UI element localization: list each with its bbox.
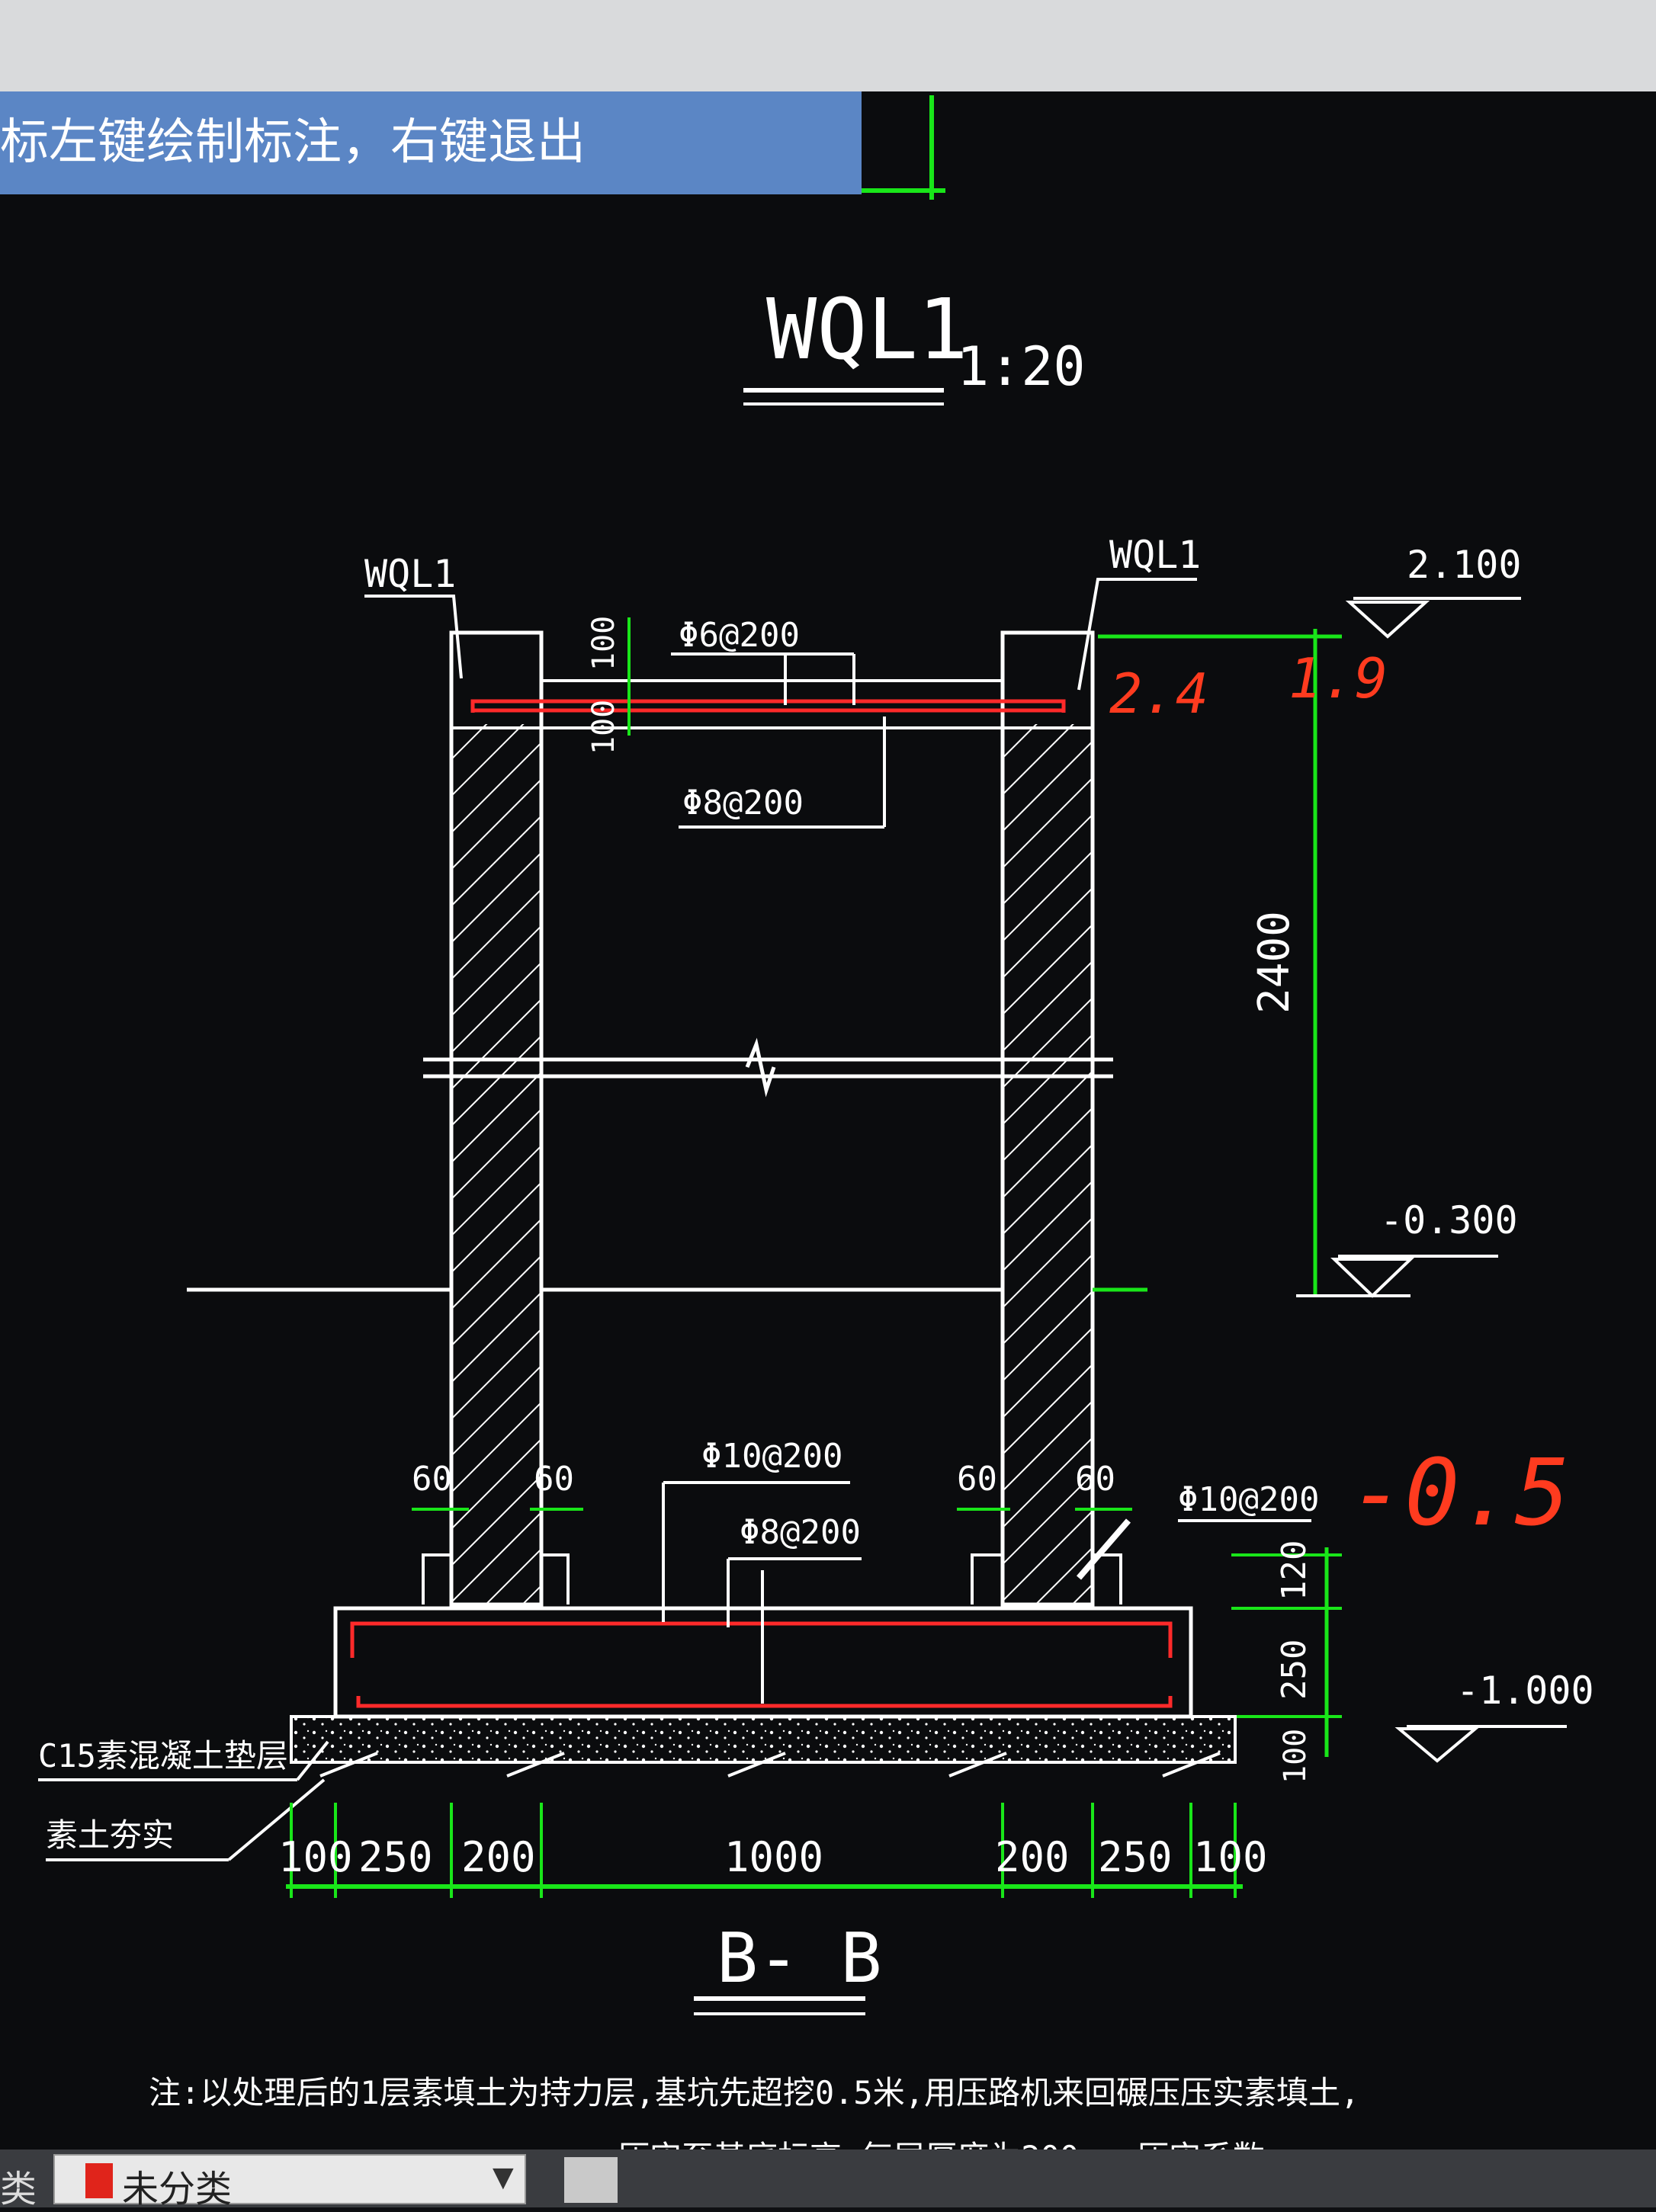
elevation-footing: -1.000 [1456,1669,1594,1713]
chevron-down-icon[interactable]: ▼ [493,2162,514,2193]
drawing-scale: 1:20 [957,335,1086,398]
wall-label-left: WQL1 [364,552,456,596]
left-wall [449,630,544,1607]
section-label: B- B [717,1919,882,1999]
note-compacted-soil: 素土夯实 [46,1816,174,1854]
height-dimension: 2400 [1098,629,1342,1296]
wall-base-steps: 60 60 60 60 [412,1460,1132,1605]
offset-dim-1: 60 [412,1460,452,1499]
bottom-dim-2: 250 [358,1833,433,1881]
wall-label-right: WQL1 [1109,533,1201,577]
rebar-label-footing-1: Φ10@200 [701,1437,842,1476]
top-slab [451,679,1093,729]
top-dim-1: 100 [586,616,621,671]
break-line [423,1037,1113,1098]
monitor-bezel [0,0,1656,99]
note-lean-concrete: C15素混凝土垫层 [38,1737,288,1774]
footing-dims: 120 250 100 [1231,1540,1342,1784]
rebar-label-top-1: Φ6@200 [679,616,800,655]
bottom-dim-1: 100 [278,1833,353,1881]
statusbar-left-text: 类 [0,2168,37,2210]
offset-dim-4: 60 [1075,1460,1115,1499]
layer-notes: C15素混凝土垫层 素土夯实 [38,1737,329,1861]
elevation-top: 2.100 [1407,543,1522,587]
tooltip-text: 标左键绘制标注，右键退出 [0,114,586,171]
lean-concrete-pad [290,1715,1237,1778]
drawing-title-group: WQL1 1:20 [743,281,1086,406]
footing-dim-1: 120 [1275,1540,1314,1601]
rebar-label-footing-2: Φ8@200 [740,1513,861,1552]
handwritten-annotations: 2.4 1.9 -0.5 [1109,646,1570,1547]
bottom-dimensions: 100 250 200 1000 200 250 100 [278,1803,1268,1898]
rebar-label-top-2: Φ8@200 [682,784,804,822]
handwritten-2: 1.9 [1289,646,1388,710]
offset-dim-2: 60 [534,1460,574,1499]
top-slab-dims: 100 100 [586,616,631,755]
handwritten-3: -0.5 [1350,1441,1570,1547]
bottom-dim-5: 200 [995,1833,1070,1881]
elevation-markers: 2.100 -0.300 -1.000 [1296,543,1594,1763]
footing-dim-3: 100 [1278,1729,1313,1784]
right-wall [1000,630,1095,1607]
pencil-tool-icon[interactable] [564,2157,618,2203]
wall-labels: WQL1 WQL1 [364,533,1201,691]
handwritten-1: 2.4 [1109,662,1208,726]
rebar-label-footing-3: Φ10@200 [1178,1480,1319,1519]
command-tooltip: 标左键绘制标注，右键退出 [0,91,862,194]
height-dim-label: 2400 [1250,911,1299,1014]
footing-dim-2: 250 [1275,1640,1314,1700]
bottom-dim-3: 200 [461,1833,536,1881]
bottom-dim-4: 1000 [724,1833,823,1881]
top-rebar-callouts: Φ6@200 Φ8@200 [671,616,886,829]
top-dim-2: 100 [586,700,621,755]
bottom-dim-7: 100 [1193,1833,1268,1881]
layer-dropdown[interactable] [53,2154,526,2204]
footing-rebar-callouts: Φ10@200 Φ8@200 Φ10@200 [662,1437,1319,1704]
note-line-1: 注:以处理后的1层素填土为持力层,基坑先超挖0.5米,用压路机来回碾压压实素填土… [149,2074,1359,2111]
layer-name: 未分类 [122,2168,233,2210]
cad-canvas[interactable] [0,91,1656,2149]
bottom-dim-6: 250 [1098,1833,1173,1881]
offset-dim-3: 60 [957,1460,997,1499]
drawing-title: WQL1 [766,281,968,378]
section-label-group: B- B [694,1919,882,2015]
layer-color-swatch [85,2163,113,2198]
elevation-grade: -0.300 [1380,1198,1518,1242]
